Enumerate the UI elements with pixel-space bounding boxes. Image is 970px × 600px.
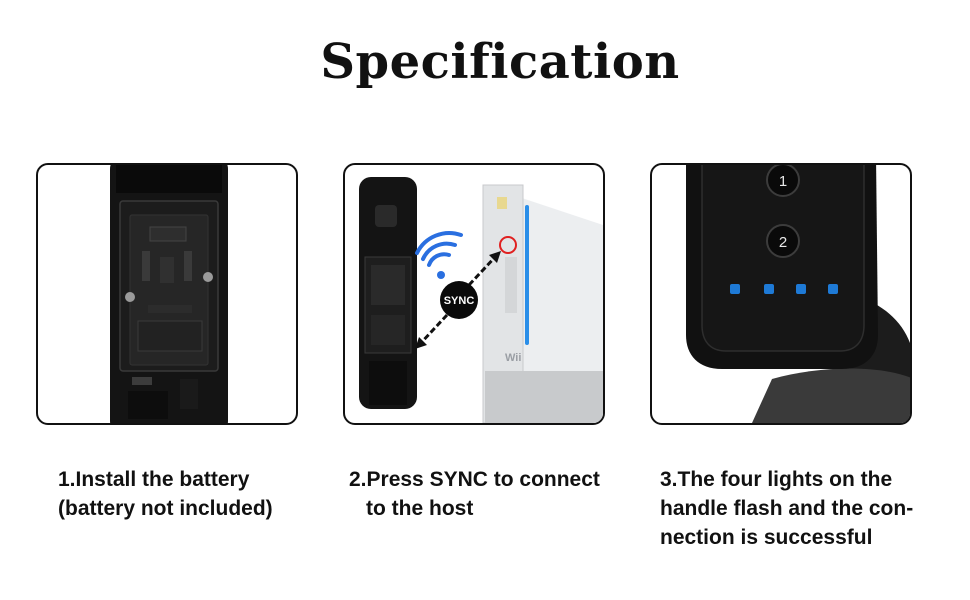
console-logo: Wii: [505, 352, 521, 364]
step-2-caption: 2.Press SYNC to connect to the host: [349, 465, 600, 523]
step-3-line: handle flash and the con-: [660, 497, 914, 520]
sync-badge: SYNC: [440, 281, 478, 319]
player-1-button: 1: [766, 165, 800, 197]
player-1-button-label: 1: [779, 173, 787, 190]
step-3-line: 3.The four lights on the: [660, 468, 893, 491]
player-light: [796, 284, 806, 294]
page-title: Specification: [320, 34, 680, 90]
step-1-line: 1.Install the battery: [58, 468, 250, 491]
step-2-line: to the host: [366, 497, 474, 520]
battery-install-image: [36, 163, 298, 425]
step-3-caption: 3.The four lights on the handle flash an…: [660, 465, 913, 552]
player-light: [730, 284, 740, 294]
sync-badge-label: SYNC: [444, 295, 475, 307]
remote-player-lights-illustration: 1 2: [686, 165, 910, 423]
step-3-line: nection is successful: [660, 526, 873, 549]
arrow-to-remote-icon: [415, 313, 449, 349]
sync-console-image: Wii SYNC: [343, 163, 605, 425]
sync-button-highlight: [499, 236, 517, 254]
wifi-icon: [415, 231, 463, 279]
console-slot-light: [525, 205, 529, 345]
lights-image: 1 2: [650, 163, 912, 425]
step-1-caption: 1.Install the battery (battery not inclu…: [58, 465, 273, 523]
step-2-line: 2.Press SYNC to connect: [349, 468, 600, 491]
remote-battery-compartment-illustration: [110, 165, 228, 423]
player-2-button: 2: [766, 224, 800, 258]
arrow-to-console-icon: [467, 251, 501, 287]
remote-and-console-sync-illustration: Wii SYNC: [359, 177, 603, 423]
step-1-line: (battery not included): [58, 497, 273, 520]
player-light: [764, 284, 774, 294]
player-2-button-label: 2: [779, 234, 787, 251]
player-light: [828, 284, 838, 294]
